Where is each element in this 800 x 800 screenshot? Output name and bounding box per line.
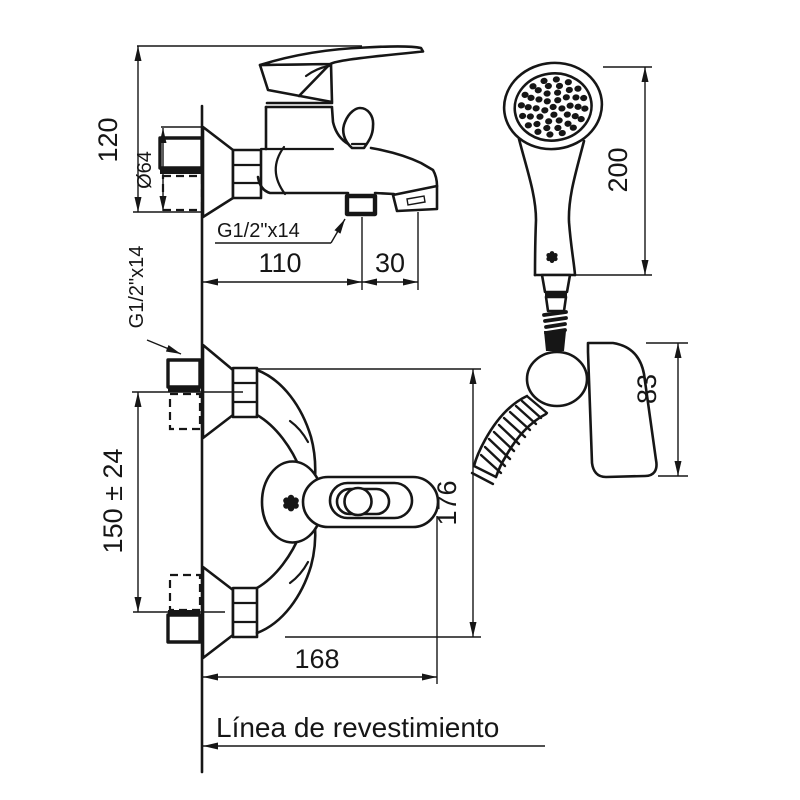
dim-168: 168 bbox=[203, 516, 438, 684]
baseline-label: Línea de revestimiento bbox=[216, 712, 499, 743]
shower-holder-cup bbox=[525, 350, 589, 408]
diverter-knob bbox=[341, 106, 375, 150]
shower-face-dots bbox=[517, 76, 589, 138]
dim-150-label: 150 ± 24 bbox=[98, 449, 128, 554]
dim-110-label: 110 bbox=[258, 248, 301, 278]
hose-upper bbox=[542, 310, 568, 351]
front-upper-union bbox=[166, 358, 202, 431]
dim-120-label: 120 bbox=[93, 117, 123, 162]
dim-176: 176 bbox=[257, 368, 481, 638]
dim-200-label: 200 bbox=[603, 147, 633, 192]
union-seal-bar bbox=[160, 168, 202, 174]
handle-emblem bbox=[546, 251, 558, 264]
wall-baseline: Línea de revestimiento bbox=[200, 104, 545, 774]
outlet-thread-label: G1/2"x14 bbox=[217, 220, 300, 242]
inlet-thread-label: G1/2"x14 bbox=[126, 246, 148, 329]
lever-knob bbox=[343, 486, 373, 517]
front-lower-union bbox=[166, 573, 202, 644]
shower-head bbox=[502, 61, 604, 151]
shower-outlet bbox=[344, 193, 378, 217]
hand-shower bbox=[470, 61, 658, 486]
side-view bbox=[158, 45, 439, 219]
handle-blade bbox=[258, 45, 425, 67]
dim-30-label: 30 bbox=[375, 248, 405, 278]
body-accent-arc bbox=[274, 145, 287, 196]
dim-diameter-64: Ø64 bbox=[134, 126, 204, 211]
side-wall-union bbox=[158, 136, 204, 212]
label-outlet-thread: G1/2"x14 bbox=[215, 218, 346, 244]
shower-holder-bracket bbox=[586, 341, 658, 479]
dim-110-30: 110 30 bbox=[203, 212, 419, 290]
lever-handle bbox=[258, 45, 425, 104]
union-pipe-solid bbox=[158, 136, 204, 170]
front-lower-nut bbox=[231, 586, 259, 639]
side-escutcheon bbox=[201, 125, 235, 219]
dim-168-label: 168 bbox=[294, 644, 339, 674]
hose-nut bbox=[544, 331, 566, 351]
brand-emblem bbox=[283, 494, 299, 512]
front-lever bbox=[301, 475, 440, 529]
dim-120: 120 bbox=[93, 45, 362, 213]
dimension-annotations: 120 Ø64 G1/2"x14 110 30 G1/2"x14 bbox=[93, 45, 688, 684]
dim-diameter-label: Ø64 bbox=[134, 151, 156, 189]
handle-connector bbox=[540, 273, 572, 294]
dim-150: 150 ± 24 bbox=[98, 391, 243, 613]
dim-83: 83 bbox=[632, 342, 688, 477]
union-pipe-hidden bbox=[161, 174, 204, 212]
label-inlet-thread: G1/2"x14 bbox=[126, 246, 182, 355]
shower-handle bbox=[517, 137, 586, 313]
hose-lower bbox=[470, 394, 549, 486]
spout-aerator bbox=[391, 184, 439, 213]
dim-83-label: 83 bbox=[632, 374, 662, 404]
side-mixer-body bbox=[256, 101, 439, 196]
side-mounting-nut bbox=[231, 148, 263, 200]
dim-200: 200 bbox=[576, 66, 652, 276]
handle-cap bbox=[258, 62, 334, 104]
